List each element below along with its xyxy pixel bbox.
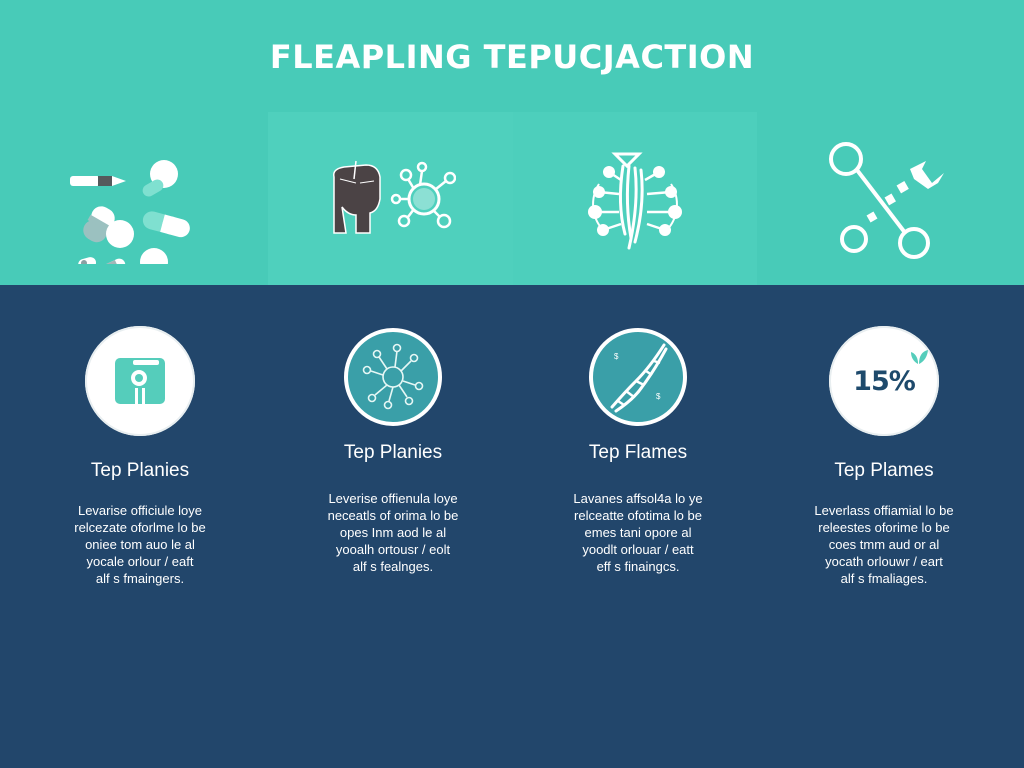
svg-text:$: $	[614, 352, 619, 361]
pills-syringe-icon	[70, 159, 190, 264]
panel-hands-molecule	[268, 112, 513, 285]
card-description: Leverlass offiamial lo be releestes ofor…	[814, 503, 954, 586]
leaf-icon	[910, 349, 928, 364]
feature-icon-circle	[344, 328, 442, 426]
feature-icon-circle: $ $	[589, 328, 687, 426]
feature-icon-circle	[85, 326, 195, 436]
molecule-icon	[362, 343, 424, 410]
card-title: Tep Planies	[90, 460, 190, 481]
camera-device-icon	[115, 358, 165, 404]
panel-pills	[0, 112, 268, 285]
feature-card: Tep Planies Levarise officiule loye relc…	[25, 326, 255, 587]
feature-card: $ $ Tep Flames Lavanes affsol4a lo ye re…	[523, 326, 753, 575]
hands-molecule-icon	[332, 160, 456, 234]
stat-value: 15%	[853, 349, 928, 397]
card-description: Lavanes affsol4a lo ye relceatte ofotima…	[573, 491, 703, 574]
panel-scissors	[757, 112, 1024, 285]
dna-globe-icon	[588, 152, 682, 249]
feature-card: Tep Planies Leverise offienula loye nece…	[278, 326, 508, 575]
svg-text:$: $	[656, 392, 661, 401]
panel-dna-globe	[513, 112, 757, 285]
dna-icon: $ $	[610, 343, 668, 413]
card-title: Tep Plames	[834, 460, 934, 481]
feature-card: 15% Tep Plames Leverlass offiamial lo be…	[769, 326, 999, 587]
card-title: Tep Planies	[343, 442, 443, 463]
card-description: Levarise officiule loye relcezate oforlm…	[74, 503, 206, 586]
feature-icon-circle: 15%	[829, 326, 939, 436]
page-title: FLEAPLING TEPUCJACTION	[269, 38, 755, 76]
card-title: Tep Flames	[588, 442, 688, 463]
scissors-tools-icon	[828, 141, 944, 259]
card-description: Leverise offienula loye neceatls of orim…	[327, 491, 459, 574]
top-banner: FLEAPLING TEPUCJACTION	[0, 0, 1024, 285]
